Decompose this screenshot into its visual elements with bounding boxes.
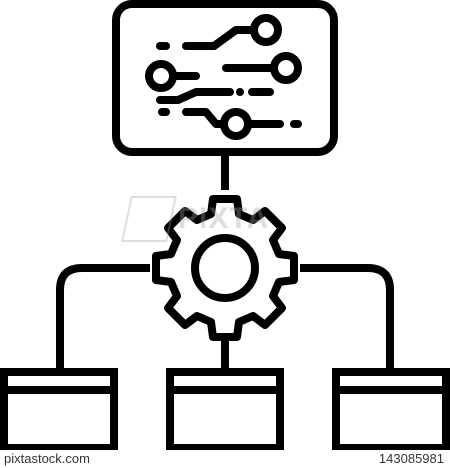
circuit-icon	[145, 14, 302, 140]
footer-bar: pixtastock.com 143085981	[0, 450, 450, 468]
gear-icon	[152, 195, 298, 341]
right-connector	[300, 264, 394, 372]
footer-brand: pixtastock.com	[4, 451, 90, 466]
window-box-center	[166, 368, 284, 452]
window-box-left	[0, 368, 118, 452]
window-box-right	[332, 368, 450, 452]
footer-image-id: 143085981	[378, 451, 444, 466]
left-connector	[56, 264, 150, 372]
